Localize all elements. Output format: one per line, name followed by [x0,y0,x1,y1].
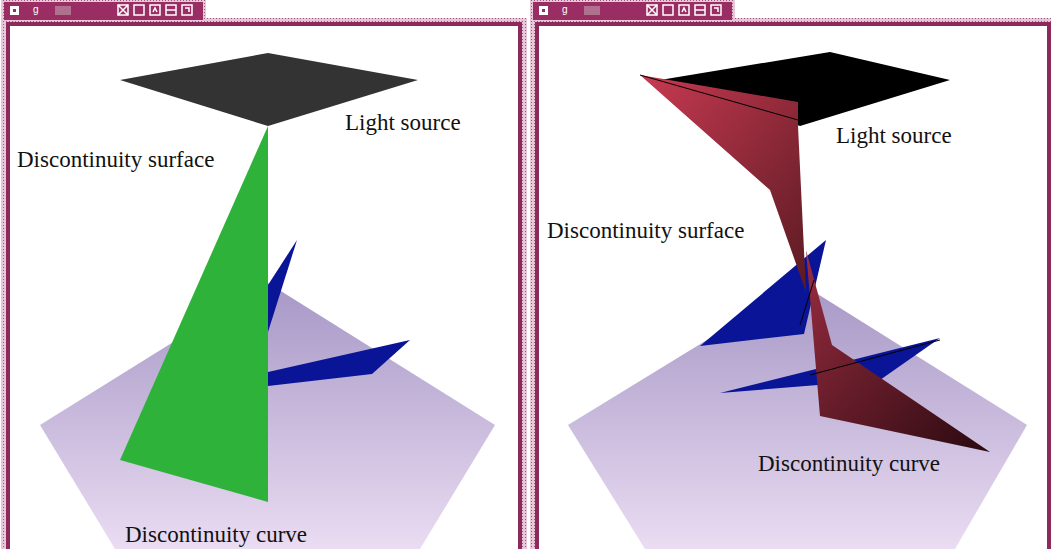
curve-label: Discontinuity curve [758,452,940,475]
surface-label: Discontinuity surface [547,219,744,242]
window-frame [1,18,527,549]
title-tab-fill [4,2,203,20]
window-frame [530,18,1051,549]
menu-icon [10,6,19,15]
left-window [1,0,527,549]
blocker-upper [268,240,297,332]
surface-label: Discontinuity surface [17,148,214,171]
window-title: g [562,5,568,15]
window-canvas [539,26,1047,549]
right-window [530,0,1051,549]
light-source-label: Light source [836,124,952,147]
title-tab [530,0,735,22]
menu-icon [539,6,548,15]
blocker-lower [268,340,410,386]
discontinuity-surface [120,126,268,502]
title-field [55,6,71,15]
title-tab [1,0,206,22]
title-tab-fill [533,2,732,20]
curve-label: Discontinuity curve [125,523,307,546]
discontinuity-surface-upper [640,75,806,292]
window-title: g [33,5,39,15]
light-source-label: Light source [345,111,461,134]
window-canvas [10,26,518,549]
menu-icon-dot [542,9,545,12]
menu-icon-dot [13,9,16,12]
title-field [584,6,600,15]
window-border [6,22,522,549]
window-border [535,22,1051,549]
window-buttons [118,5,192,15]
window-buttons [647,5,721,15]
